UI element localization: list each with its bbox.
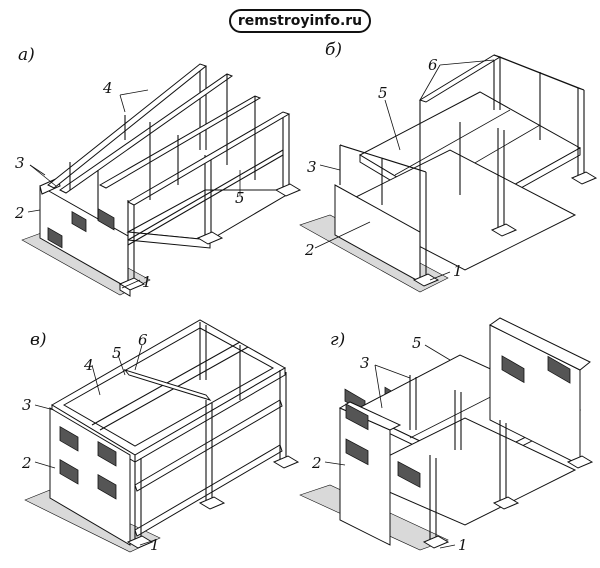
site-badge: remstroyinfo.ru bbox=[229, 9, 371, 33]
panel-v-callout-1: 1 bbox=[150, 536, 160, 554]
panel-b-callout-1: 1 bbox=[453, 262, 463, 280]
panel-a: а) 1 2 3 4 5 bbox=[14, 45, 302, 297]
panel-b: б) 1 2 3 5 6 bbox=[299, 40, 598, 414]
panel-a-callout-5: 5 bbox=[235, 189, 245, 207]
site-label: remstroyinfo.ru bbox=[237, 13, 363, 29]
panel-v-slab-2 bbox=[134, 444, 283, 537]
panel-g: г) 1 2 3 5 bbox=[299, 317, 594, 554]
panel-a-beam-4 bbox=[126, 111, 291, 206]
panel-v-window-3 bbox=[97, 440, 117, 467]
panel-a-callout-2: 2 bbox=[14, 204, 25, 222]
panel-g-footing-1 bbox=[422, 535, 450, 549]
panel-g-window-2 bbox=[547, 355, 571, 384]
panel-v-callout-6: 6 bbox=[138, 331, 148, 349]
panel-v-callout-5: 5 bbox=[112, 344, 122, 362]
panel-v-slab-1 bbox=[134, 399, 283, 492]
panel-a-callout-4: 4 bbox=[102, 79, 113, 97]
panel-v-window-4 bbox=[97, 473, 117, 500]
panel-v-callout-2: 2 bbox=[21, 454, 32, 472]
panel-v-window-1 bbox=[59, 426, 79, 452]
panel-a-beam-2 bbox=[59, 73, 234, 194]
panel-b-footing-1 bbox=[412, 273, 440, 287]
panel-g-window-4 bbox=[345, 438, 369, 466]
panel-v-callout-3: 3 bbox=[22, 396, 32, 414]
panel-a-callout-1: 1 bbox=[142, 273, 152, 291]
panel-a-letter: а) bbox=[18, 45, 35, 65]
panel-g-window-1 bbox=[501, 355, 525, 384]
panel-v-footing-1 bbox=[126, 535, 154, 549]
panel-v-letter: в) bbox=[30, 330, 47, 350]
panel-g-window-3 bbox=[345, 403, 369, 431]
panel-b-letter: б) bbox=[325, 40, 342, 60]
panel-g-callout-1: 1 bbox=[458, 536, 468, 554]
panel-g-letter: г) bbox=[330, 330, 345, 350]
panel-g-callout-5: 5 bbox=[412, 334, 422, 352]
panel-a-callout-3: 3 bbox=[15, 154, 25, 172]
panel-a-window-2 bbox=[71, 210, 87, 233]
panel-a-beam-3 bbox=[98, 95, 262, 189]
panel-v: в) 1 2 3 4 5 6 bbox=[21, 319, 300, 554]
panel-b-callout-3: 3 bbox=[307, 158, 317, 176]
panel-g-lower-slab bbox=[348, 417, 577, 526]
panel-g-window-5 bbox=[397, 461, 421, 488]
panel-a-beam-1 bbox=[47, 63, 208, 189]
panel-g-callout-3: 3 bbox=[360, 354, 370, 372]
panel-g-front-wall bbox=[339, 407, 391, 546]
panel-a-window-1 bbox=[47, 227, 63, 249]
panel-g-callout-2: 2 bbox=[311, 454, 322, 472]
panel-v-window-2 bbox=[59, 459, 79, 485]
panel-b-callout-5: 5 bbox=[378, 84, 388, 102]
panel-b-callout-6: 6 bbox=[428, 56, 438, 74]
panel-v-callout-4: 4 bbox=[83, 356, 94, 374]
panel-b-callout-2: 2 bbox=[304, 241, 315, 259]
